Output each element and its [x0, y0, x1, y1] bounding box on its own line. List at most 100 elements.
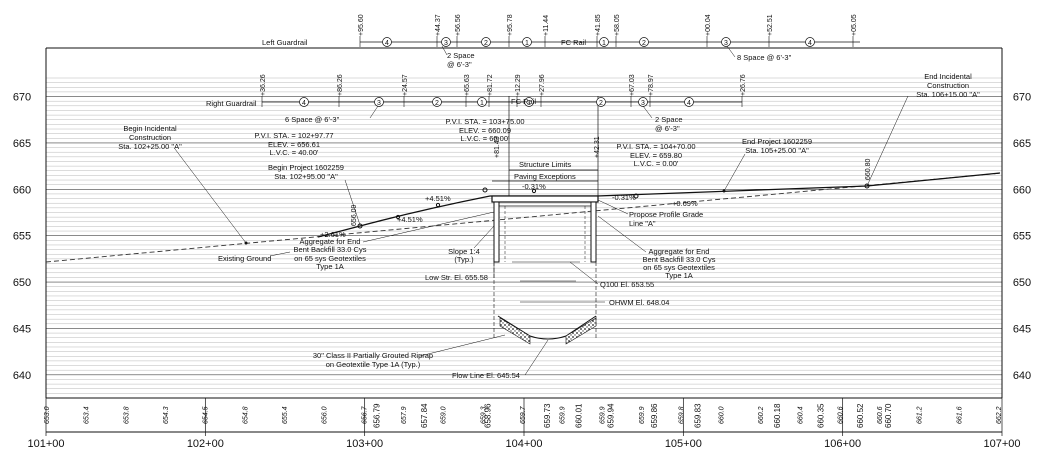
span-circle: [684, 97, 694, 107]
span-number: 2: [484, 40, 488, 47]
guardrail-station: +52.51: [767, 14, 774, 36]
span-circle: [638, 97, 648, 107]
svg-text:End Incidental: End Incidental: [924, 72, 972, 81]
guardrail-station: +65.63: [464, 74, 471, 96]
proposed-elevation: 656.79: [372, 403, 381, 428]
guardrail-station: +56.56: [455, 14, 462, 36]
proposed-elevation: 660.52: [856, 403, 865, 428]
left-note-a: 2 Space: [447, 51, 475, 60]
elevation-label: 660: [13, 184, 31, 196]
existing-ground-line: [45, 172, 1003, 263]
existing-elevation: 656.0: [322, 406, 329, 424]
station-label: 105+00: [665, 438, 702, 450]
existing-elevation: 659.8: [679, 406, 686, 424]
station-label: 106+00: [824, 438, 861, 450]
svg-text:Slope 1:4: Slope 1:4: [448, 247, 480, 256]
guardrail-station: +11.44: [543, 15, 550, 36]
guardrail-station: +86.26: [337, 74, 344, 96]
begin-project-note: Begin Project 1602259 Sta. 102+95.00 "A": [268, 163, 344, 181]
span-circle: [432, 97, 442, 107]
proposed-elevation: 660.18: [773, 403, 782, 428]
elevation-label: 655: [13, 231, 31, 243]
proposed-elevation: 659.73: [543, 403, 552, 428]
svg-text:ELEV. = 660.09: ELEV. = 660.09: [459, 126, 511, 135]
existing-elevation: 654.3: [163, 406, 170, 424]
svg-text:Sta. 102+25.00 "A": Sta. 102+25.00 "A": [118, 142, 182, 151]
begin-incidental-note: Begin Incidental Construction Sta. 102+2…: [118, 124, 182, 151]
right-note-a: 6 Space @ 6'-3": [285, 115, 340, 124]
aggregate-left-note: Aggregate for End Bent Backfill 33.0 Cys…: [294, 237, 367, 271]
q100-label: Q100 El. 653.55: [600, 280, 654, 289]
end-project-point: [722, 189, 726, 193]
span-circle: [599, 37, 609, 47]
right-note-b: 2 Space: [655, 115, 683, 124]
grade-label-031b: -0.31%: [612, 193, 636, 202]
span-circle: [477, 97, 487, 107]
existing-elevation: 660.6: [837, 406, 844, 424]
svg-text:Construction: Construction: [927, 81, 969, 90]
ohwm-label: OHWM El. 648.04: [609, 298, 669, 307]
existing-elevation: 661.6: [956, 406, 963, 424]
left-note-b: 8 Space @ 6'-3": [737, 53, 792, 62]
guardrail-station: +24.57: [402, 74, 409, 96]
existing-elevation: 662.2: [996, 406, 1003, 424]
right-guardrail-label: Right Guardrail: [206, 99, 257, 108]
riprap-note: 30" Class II Partially Grouted Riprap on…: [313, 351, 433, 369]
svg-text:Line "A": Line "A": [629, 219, 656, 228]
guardrail-station: +95.78: [507, 14, 514, 36]
pvi-marker-3: [633, 193, 639, 199]
existing-elevation: 660.6: [877, 406, 884, 424]
existing-elevation: 654.8: [242, 406, 249, 424]
grade-label-451b: +4.51%: [397, 215, 423, 224]
guardrail-station: +26.76: [740, 74, 747, 96]
guardrail-station: +58.05: [614, 14, 621, 36]
existing-elevation: 656.7: [361, 405, 368, 424]
proposed-elevation: 660.35: [817, 403, 826, 428]
existing-elevation: 659.3: [480, 406, 487, 424]
span-number: 2: [642, 40, 646, 47]
proposed-elevation: 660.70: [884, 403, 893, 428]
span-number: 3: [444, 40, 448, 47]
elev-66080: 660.80: [865, 158, 872, 180]
svg-text:30" Class II Partially Grouted: 30" Class II Partially Grouted Riprap: [313, 351, 433, 360]
svg-text:on 65 sys Geotextiles: on 65 sys Geotextiles: [294, 254, 366, 263]
svg-text:ELEV. = 656.61: ELEV. = 656.61: [268, 140, 320, 149]
span-number: 3: [641, 100, 645, 107]
sta-8143: +81.43: [494, 136, 501, 158]
elevation-label: 650: [1013, 277, 1031, 289]
profile-grade-note: Propose Profile Grade Line "A": [629, 210, 703, 228]
guardrail-station: +95.60: [358, 14, 365, 36]
svg-text:L.V.C. = 0.00': L.V.C. = 0.00': [634, 159, 679, 168]
svg-text:Sta. 105+25.00 "A": Sta. 105+25.00 "A": [745, 146, 809, 155]
proposed-elevation: 659.94: [606, 403, 615, 428]
span-number: 4: [302, 100, 306, 107]
aggregate-right-note: Aggregate for End Bent Backfill 33.0 Cys…: [643, 247, 716, 280]
low-str-label: Low Str. El. 655.58: [425, 273, 488, 282]
svg-text:on 65 sys Geotextiles: on 65 sys Geotextiles: [643, 263, 715, 272]
existing-elevation: 653.4: [84, 406, 91, 424]
elevation-grid: [46, 77, 1002, 399]
existing-elevation: 655.4: [282, 406, 289, 424]
existing-elevation: 659.7: [520, 405, 527, 424]
svg-text:on Geotextile Type 1A (Typ.): on Geotextile Type 1A (Typ.): [326, 360, 421, 369]
existing-elevation: 657.9: [401, 406, 408, 424]
elevation-label: 665: [1013, 138, 1031, 150]
existing-elevation: 654.5: [203, 406, 210, 424]
elevation-label: 670: [13, 92, 31, 104]
svg-text:Type 1A: Type 1A: [316, 262, 344, 271]
elev-65609: 656.09: [351, 204, 358, 226]
span-circle: [374, 97, 384, 107]
svg-text:Bent Backfill 33.0 Cys: Bent Backfill 33.0 Cys: [294, 245, 367, 254]
svg-text:Begin Incidental: Begin Incidental: [123, 124, 177, 133]
span-number: 1: [525, 40, 529, 47]
guardrail-station: +00.04: [705, 14, 712, 36]
svg-text:Aggregate for End: Aggregate for End: [649, 247, 710, 256]
svg-text:End Project 1602259: End Project 1602259: [742, 137, 812, 146]
grade-label-069: +0.69%: [672, 199, 698, 208]
station-label: 101+00: [27, 438, 64, 450]
existing-ground-label: Existing Ground: [218, 254, 271, 263]
